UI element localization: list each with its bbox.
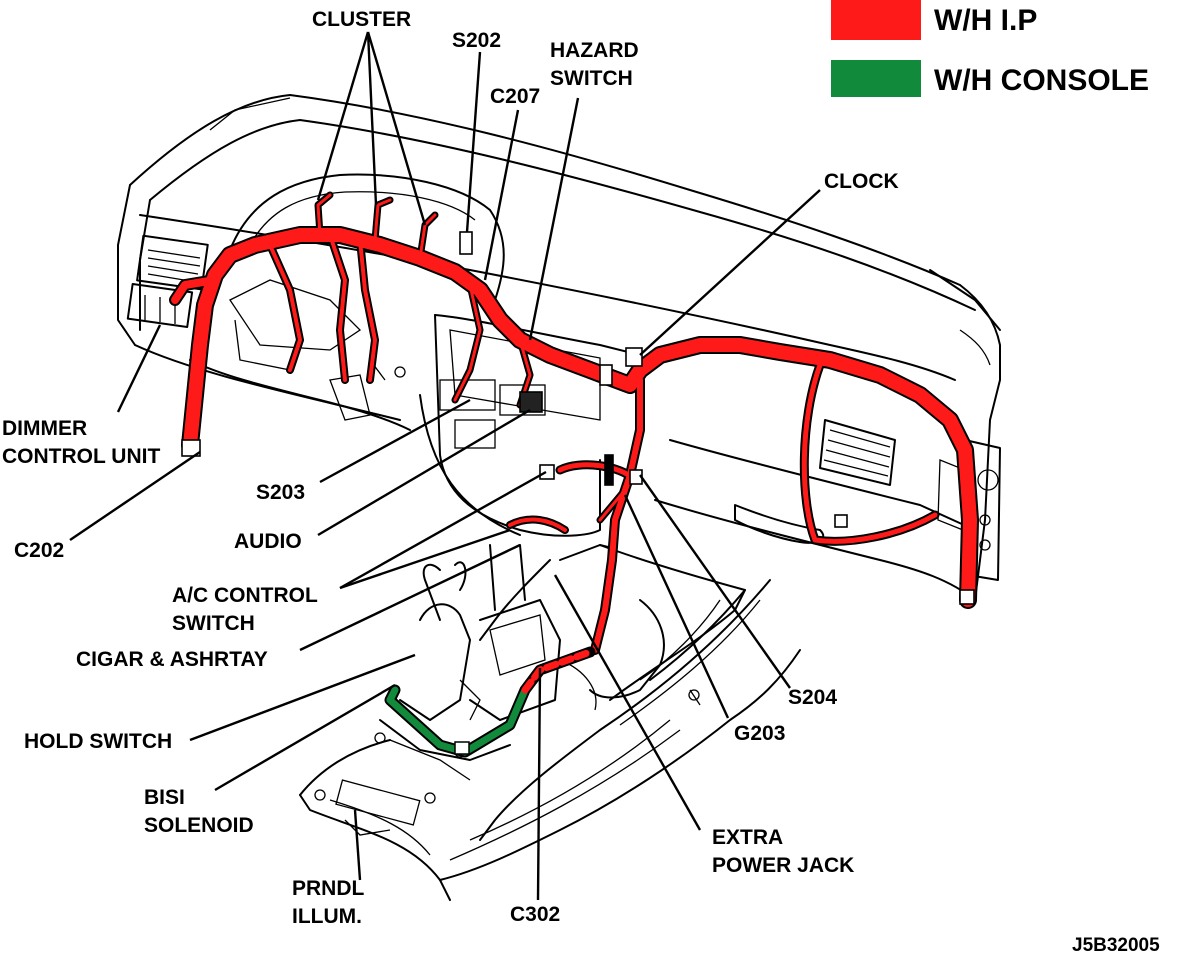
- legend: W/H I.P W/H CONSOLE: [831, 0, 1149, 97]
- figure-code: J5B32005: [1072, 935, 1160, 956]
- label-c207: C207: [490, 85, 540, 108]
- label-extra-power-line2: POWER JACK: [712, 854, 854, 877]
- callout-labels: CLUSTER S202 C207 HAZARD SWITCH CLOCK DI…: [2, 8, 1160, 956]
- label-dimmer-line1: DIMMER: [2, 417, 87, 440]
- label-s203: S203: [256, 481, 305, 504]
- label-cluster: CLUSTER: [312, 8, 411, 31]
- label-audio: AUDIO: [234, 530, 302, 553]
- label-ac-control-line2: SWITCH: [172, 612, 255, 635]
- legend-swatch-ip: [831, 0, 921, 40]
- label-hold-switch: HOLD SWITCH: [24, 730, 172, 753]
- label-s202: S202: [452, 29, 501, 52]
- label-ac-control-line1: A/C CONTROL: [172, 584, 318, 607]
- label-hazard-switch-line1: HAZARD: [550, 39, 639, 62]
- legend-swatch-console: [831, 60, 921, 97]
- label-prndl-line1: PRNDL: [292, 877, 365, 900]
- label-c202: C202: [14, 539, 64, 562]
- label-clock: CLOCK: [824, 170, 899, 193]
- leader-lines: [69, 31, 821, 901]
- label-dimmer-line2: CONTROL UNIT: [2, 445, 160, 468]
- ip-harness: [169, 191, 979, 655]
- label-bisi-line1: BISI: [144, 786, 185, 809]
- label-bisi-line2: SOLENOID: [144, 814, 254, 837]
- label-prndl-line2: ILLUM.: [292, 905, 362, 928]
- label-extra-power-line1: EXTRA: [712, 826, 783, 849]
- console-harness: [384, 646, 596, 758]
- label-c302: C302: [510, 903, 560, 926]
- label-hazard-switch-line2: SWITCH: [550, 67, 633, 90]
- legend-label-ip: W/H I.P: [934, 4, 1037, 37]
- label-cigar-ashtray: CIGAR & ASHRTAY: [76, 648, 268, 671]
- legend-label-console: W/H CONSOLE: [934, 64, 1149, 97]
- label-s204: S204: [788, 686, 837, 709]
- label-g203: G203: [734, 722, 785, 745]
